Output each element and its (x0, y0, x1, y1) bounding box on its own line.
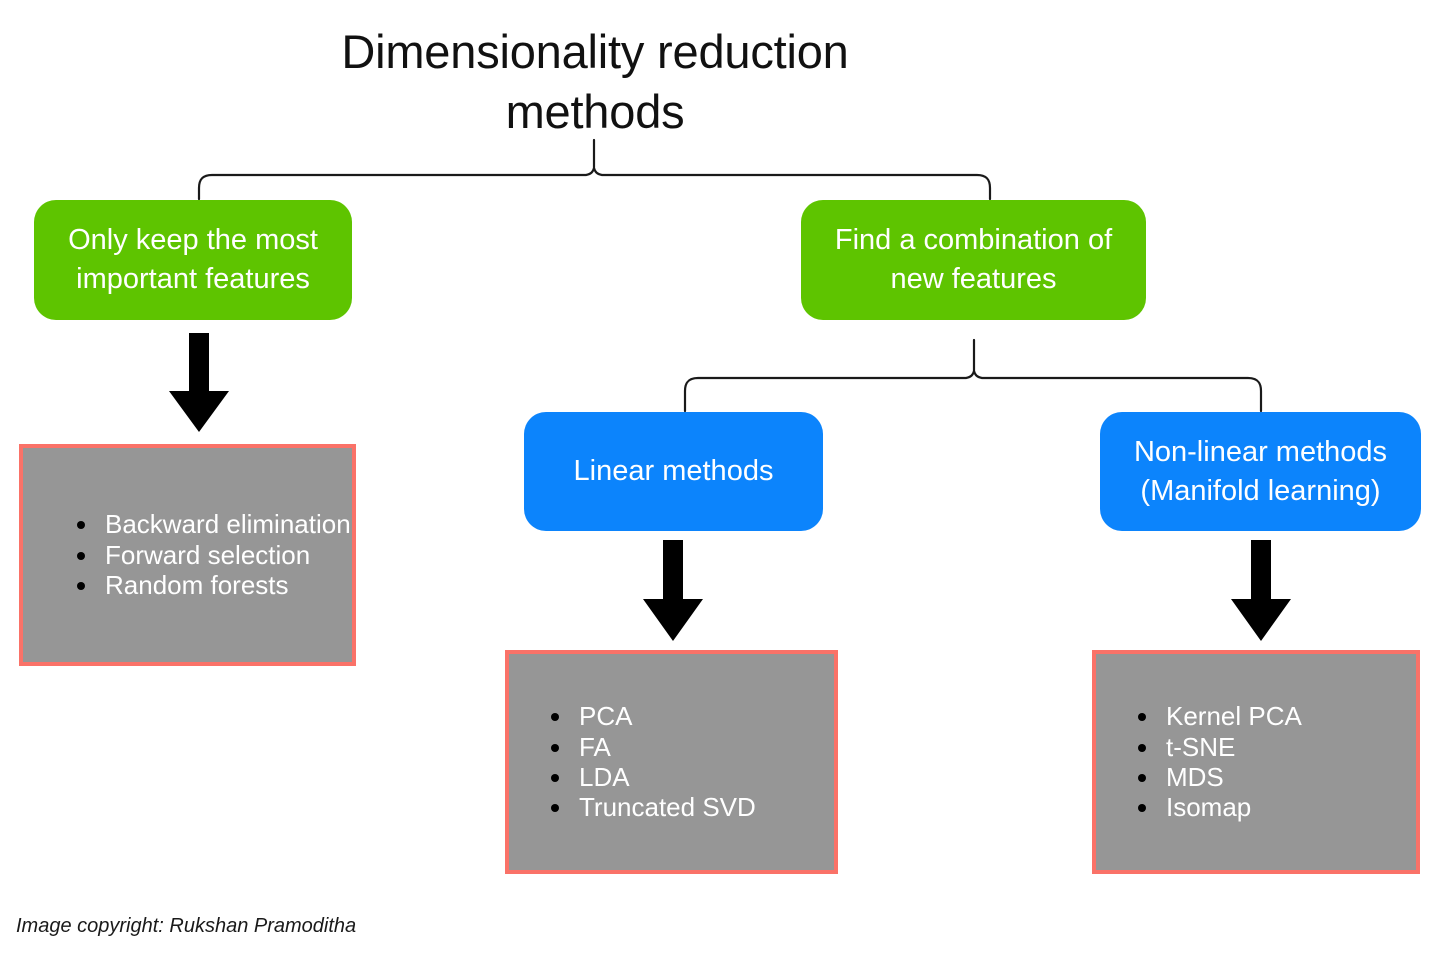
diagram-title: Dimensionality reduction methods (245, 22, 945, 142)
list-item: Random forests (75, 570, 352, 600)
list-item: Isomap (1136, 792, 1416, 822)
down-arrow-icon (643, 540, 703, 641)
list-item: Backward elimination (75, 509, 352, 539)
down-arrow-icon (169, 333, 229, 432)
title-line-1: Dimensionality reduction (341, 25, 849, 78)
node-label-line-2: (Manifold learning) (1140, 474, 1381, 507)
node-label: Only keep the most important features (68, 221, 318, 298)
list-item: Truncated SVD (549, 792, 834, 822)
list-item: MDS (1136, 762, 1416, 792)
down-arrow-icon (1231, 540, 1291, 641)
node-label-line-2: new features (890, 263, 1057, 295)
node-label: Linear methods (573, 455, 774, 488)
node-label-line-1: Non-linear methods (1133, 435, 1388, 468)
node-linear-methods[interactable]: Linear methods (524, 412, 823, 531)
list-item: t-SNE (1136, 732, 1416, 762)
node-non-linear-methods[interactable]: Non-linear methods (Manifold learning) (1100, 412, 1421, 531)
copyright-notice: Image copyright: Rukshan Pramoditha (16, 915, 357, 937)
node-label-line-1: Only keep the most (68, 224, 318, 257)
list-box-feature-selection: Backward elimination Forward selection R… (19, 444, 356, 666)
list-item: Kernel PCA (1136, 701, 1416, 731)
list-item: PCA (549, 701, 834, 731)
list-box-linear-methods: PCA FA LDA Truncated SVD (505, 650, 838, 874)
title-line-2: methods (505, 85, 685, 139)
node-find-combination-new-features[interactable]: Find a combination of new features (801, 200, 1146, 320)
list-box-nonlinear-methods: Kernel PCA t-SNE MDS Isomap (1092, 650, 1420, 874)
node-only-keep-important-features[interactable]: Only keep the most important features (34, 200, 352, 320)
feature-selection-list: Backward elimination Forward selection R… (23, 509, 352, 600)
node-label: Find a combination of new features (835, 221, 1112, 298)
node-label: Non-linear methods (Manifold learning) (1134, 433, 1387, 510)
nonlinear-methods-list: Kernel PCA t-SNE MDS Isomap (1096, 701, 1416, 823)
list-item: LDA (549, 762, 834, 792)
list-item: Forward selection (75, 540, 352, 570)
node-label-line-1: Find a combination of (834, 224, 1113, 257)
node-label-line-2: important features (76, 263, 310, 295)
list-item: FA (549, 732, 834, 762)
linear-methods-list: PCA FA LDA Truncated SVD (509, 701, 834, 823)
